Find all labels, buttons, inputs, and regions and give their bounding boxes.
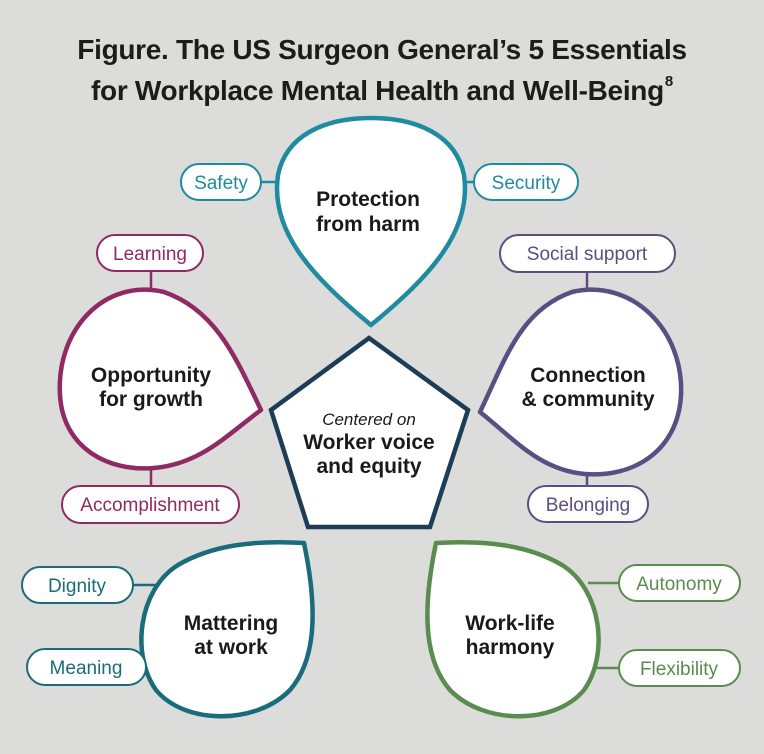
petal-label-line-2: & community — [521, 388, 654, 411]
pill-accomplishment: Accomplishment — [61, 485, 240, 524]
pill-learning: Learning — [96, 234, 204, 272]
pill-label: Learning — [113, 244, 187, 265]
petal-label-line-2: at work — [194, 636, 268, 659]
title-footnote-marker: 8 — [664, 73, 673, 90]
pill-label: Dignity — [48, 576, 107, 597]
petal-connection-community: Connection & community — [477, 287, 684, 477]
pill-label: Safety — [194, 173, 248, 194]
petal-label-line-2: for growth — [99, 388, 203, 411]
pill-belonging: Belonging — [527, 485, 649, 523]
center-label-line-1: Worker voice — [303, 431, 435, 454]
title-line-2: for Workplace Mental Health and Well-Bei… — [91, 75, 664, 106]
pill-social-support: Social support — [499, 234, 676, 273]
petal-label-line-2: from harm — [316, 213, 420, 236]
pill-flexibility: Flexibility — [618, 649, 741, 687]
petal-mattering-at-work: Mattering at work — [139, 539, 315, 719]
petal-opportunity-for-growth: Opportunity for growth — [57, 287, 264, 471]
petal-label-line-1: Mattering — [184, 612, 279, 635]
petal-label-line-1: Connection — [530, 364, 646, 387]
petal-label-line-1: Opportunity — [91, 364, 211, 387]
pill-dignity: Dignity — [21, 566, 134, 604]
pill-autonomy: Autonomy — [618, 564, 741, 602]
pill-security: Security — [473, 163, 579, 201]
pill-label: Autonomy — [636, 574, 722, 595]
center-pentagon: Centered on Worker voice and equity — [268, 335, 471, 530]
pill-label: Accomplishment — [80, 495, 220, 516]
petal-label-line-1: Protection — [316, 188, 420, 211]
pill-label: Belonging — [546, 495, 631, 516]
pill-label: Security — [492, 173, 561, 194]
pill-safety: Safety — [180, 163, 262, 201]
pill-label: Flexibility — [640, 659, 719, 680]
figure-title: Figure. The US Surgeon General’s 5 Essen… — [0, 34, 764, 107]
pill-meaning: Meaning — [26, 648, 147, 686]
title-line-1: Figure. The US Surgeon General’s 5 Essen… — [77, 34, 687, 65]
petal-label-line-1: Work-life — [465, 612, 554, 635]
petal-label-line-2: harmony — [466, 636, 555, 659]
pill-label: Meaning — [50, 658, 123, 679]
petal-protection-from-harm: Protection from harm — [274, 115, 468, 328]
pill-label: Social support — [527, 244, 648, 265]
petal-work-life-harmony: Work-life harmony — [425, 539, 601, 719]
center-intro: Centered on — [322, 410, 416, 429]
center-label-line-2: and equity — [316, 455, 421, 478]
